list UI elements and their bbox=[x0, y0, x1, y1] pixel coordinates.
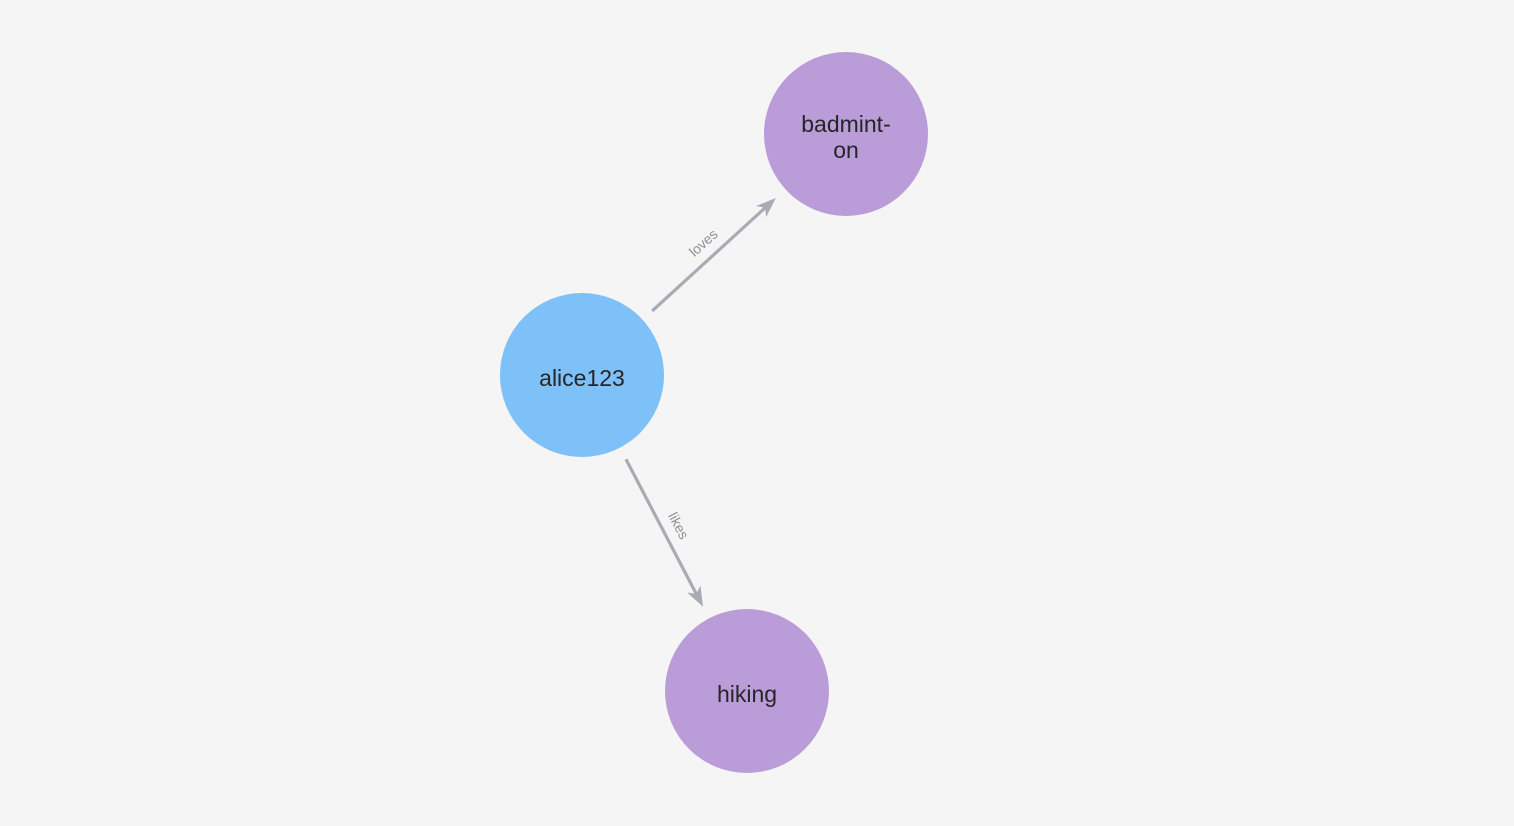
node-label: alice123 bbox=[539, 365, 625, 391]
edge-line[interactable] bbox=[624, 458, 699, 597]
graph-node-hiking[interactable]: hiking bbox=[665, 609, 829, 773]
graph-edge-loves[interactable]: loves bbox=[651, 193, 781, 313]
edge-arrowhead bbox=[687, 585, 704, 607]
node-label: badmint-on bbox=[801, 111, 890, 163]
node-circle[interactable] bbox=[500, 293, 664, 457]
node-label: hiking bbox=[717, 681, 777, 707]
graph-edge-likes[interactable]: likes bbox=[624, 458, 710, 610]
graph-node-alice123[interactable]: alice123 bbox=[500, 293, 664, 457]
node-circle[interactable] bbox=[665, 609, 829, 773]
edge-label[interactable]: likes bbox=[665, 509, 692, 541]
edge-arrowhead bbox=[756, 198, 776, 218]
edge-line[interactable] bbox=[651, 205, 768, 313]
node-circle[interactable] bbox=[764, 52, 928, 216]
graph-node-badminton[interactable]: badmint-on bbox=[764, 52, 928, 216]
